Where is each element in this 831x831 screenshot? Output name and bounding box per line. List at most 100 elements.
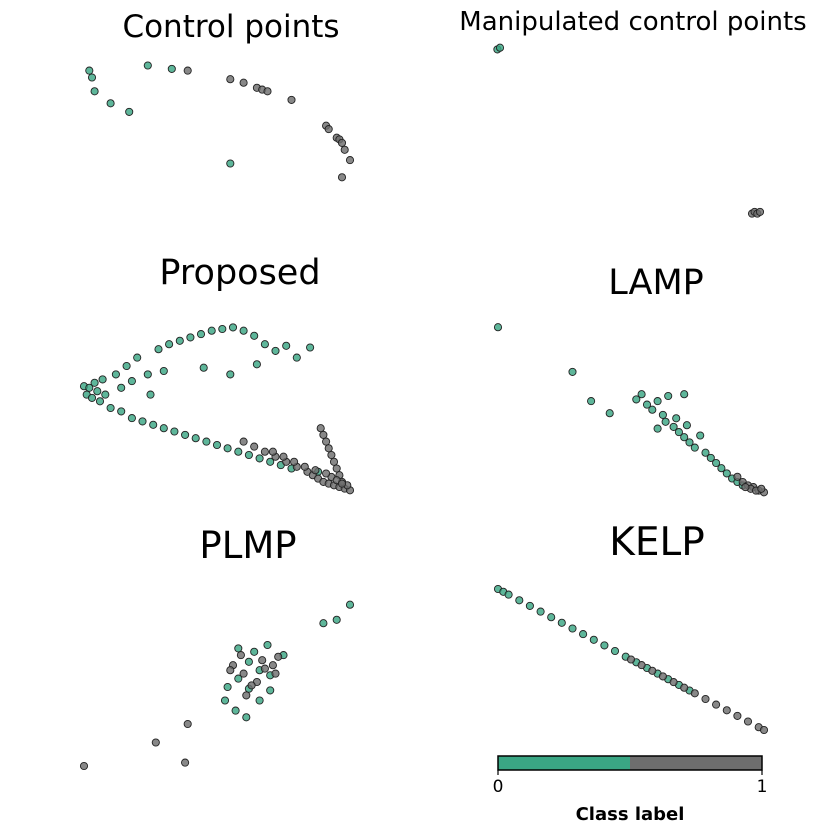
scatter-point — [547, 613, 556, 622]
scatter-point — [525, 601, 534, 610]
scatter-point — [287, 95, 296, 104]
scatter-point — [244, 657, 253, 666]
scatter-point — [183, 66, 192, 75]
scatter-point — [181, 430, 190, 439]
scatter-point — [239, 669, 248, 678]
scatter-point — [151, 738, 160, 747]
scatter-point — [236, 651, 245, 660]
scatter-point — [165, 340, 174, 349]
scatter-point — [263, 640, 272, 650]
scatter-point — [122, 361, 131, 371]
scatter-point — [255, 696, 264, 705]
scatter-point — [306, 343, 315, 352]
scatter-point — [696, 431, 705, 440]
scatter-point — [661, 417, 670, 426]
scatter-lamp — [493, 323, 769, 497]
scatter-point — [322, 469, 331, 478]
scatter-point — [90, 87, 99, 96]
scatter-point — [199, 363, 208, 372]
scatter-point — [93, 387, 102, 396]
scatter-point — [250, 647, 259, 656]
scatter-point — [568, 367, 577, 376]
scatter-point — [642, 400, 652, 409]
scatter-point — [175, 336, 184, 345]
scatter-point — [111, 370, 120, 379]
scatter-point — [648, 666, 657, 675]
scatter-point — [98, 375, 107, 384]
scatter-point — [690, 443, 699, 452]
scatter-point — [239, 78, 248, 87]
panel-title-plmp: PLMP — [199, 524, 296, 567]
scatter-point — [319, 430, 328, 439]
scatter-point — [757, 484, 766, 493]
scatter-point — [672, 414, 681, 423]
scatter-point — [327, 450, 336, 460]
scatter-point — [712, 458, 721, 468]
scatter-point — [340, 145, 349, 154]
colorbar-label: Class label — [576, 804, 685, 825]
scatter-point — [682, 421, 691, 430]
scatter-point — [300, 462, 309, 471]
scatter-point — [146, 390, 155, 399]
panel-title-proposed: Proposed — [159, 253, 320, 293]
scatter-point — [231, 706, 240, 715]
scatter-point — [290, 457, 299, 466]
scatter-plmp — [79, 600, 355, 771]
scatter-point — [220, 696, 230, 705]
scatter-point — [680, 433, 689, 442]
scatter-point — [117, 407, 126, 416]
colorbar-segment-1 — [630, 756, 762, 770]
scatter-point — [181, 758, 190, 767]
scatter-point — [722, 469, 731, 478]
scatter-point — [674, 428, 683, 437]
scatter-point — [282, 341, 291, 350]
scatter-kelp — [493, 584, 769, 735]
scatter-point — [658, 410, 667, 419]
scatter-point — [252, 360, 261, 369]
scatter-point — [515, 596, 524, 605]
colorbar-segment-0 — [498, 756, 630, 770]
scatter-point — [266, 457, 275, 466]
scatter-point — [95, 397, 105, 406]
scatter-point — [733, 711, 742, 720]
scatter-point — [250, 442, 259, 451]
scatter-point — [87, 393, 97, 402]
scatter-point — [87, 73, 97, 82]
colorbar: 0 1 Class label — [493, 755, 767, 825]
scatter-point — [600, 641, 609, 650]
scatter-point — [90, 378, 99, 387]
scatter-point — [167, 64, 176, 73]
scatter-point — [223, 444, 232, 453]
scatter-point — [223, 682, 232, 692]
scatter-point — [648, 405, 657, 414]
scatter-point — [632, 395, 641, 404]
scatter-point — [587, 397, 596, 406]
scatter-point — [319, 619, 328, 628]
colorbar-tick-0: 0 — [493, 777, 504, 797]
scatter-point — [127, 414, 136, 423]
scatter-point — [345, 156, 355, 165]
scatter-point — [332, 615, 341, 624]
scatter-point — [568, 624, 577, 633]
scatter-point — [322, 437, 331, 446]
scatter-point — [274, 652, 283, 661]
scatter-point — [226, 75, 235, 84]
scatter-point — [653, 424, 662, 433]
scatter-point — [260, 447, 269, 456]
scatter-point — [292, 353, 301, 362]
scatter-point — [755, 207, 765, 216]
scatter-point — [117, 383, 126, 392]
scatter-point — [337, 479, 347, 488]
scatter-point — [255, 454, 264, 463]
scatter-point — [557, 618, 566, 627]
scatter-point — [226, 159, 235, 168]
scatter-point — [234, 674, 243, 683]
scatter-point — [579, 630, 588, 639]
scatter-point — [260, 340, 269, 349]
scatter-point — [493, 323, 503, 332]
scatter-point — [743, 717, 753, 726]
scatter-point — [311, 466, 320, 475]
scatter-point — [244, 450, 253, 460]
scatter-point — [733, 472, 742, 481]
scatter-point — [605, 409, 614, 418]
